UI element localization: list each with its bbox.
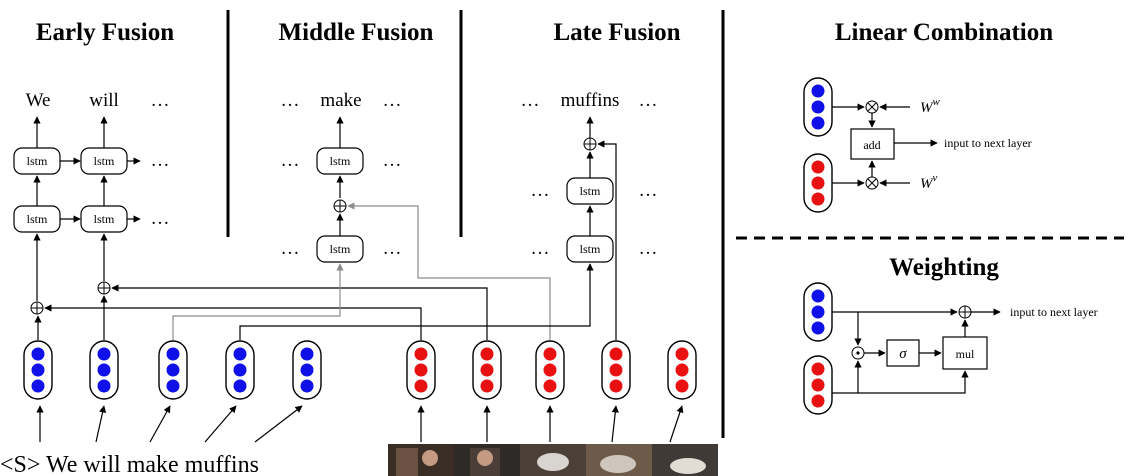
word-vector (23, 340, 53, 400)
lstm-cell: lstm (316, 235, 364, 263)
multiply-node (865, 176, 879, 190)
add-block: add (850, 128, 895, 160)
ellipsis: … (383, 238, 402, 259)
video-vector (803, 355, 833, 415)
late-fusion-connections (239, 116, 617, 340)
lstm-cell: lstm (316, 147, 364, 175)
linear-combination-connections (832, 103, 938, 187)
ellipsis: … (151, 150, 170, 171)
ellipsis: … (531, 180, 550, 201)
ellipsis: … (151, 208, 170, 229)
ellipsis: … (383, 150, 402, 171)
word-vector (225, 340, 255, 400)
lstm-cell: lstm (80, 147, 128, 175)
ellipsis: … (639, 238, 658, 259)
caption-word-arrows (36, 405, 303, 443)
lstm-cell: lstm (13, 205, 61, 233)
ellipsis: … (639, 180, 658, 201)
video-vector (406, 340, 436, 400)
sigma-block: σ (886, 339, 920, 367)
video-vector (803, 153, 833, 213)
early-fusion-connections (33, 116, 141, 340)
output-word-we: We (26, 90, 51, 111)
middle-fusion-grey-connections (172, 202, 551, 340)
sum-node (583, 137, 597, 151)
ellipsis: … (531, 238, 550, 259)
svg-text:σ: σ (899, 346, 907, 362)
svg-text:lstm: lstm (580, 184, 601, 198)
svg-text:mul: mul (956, 347, 975, 361)
sum-node (958, 305, 972, 319)
title-late-fusion: Late Fusion (553, 19, 680, 46)
lstm-cell: lstm (566, 235, 614, 263)
lstm-cell: lstm (566, 177, 614, 205)
svg-text:lstm: lstm (94, 154, 115, 168)
video-vector (535, 340, 565, 400)
title-middle-fusion: Middle Fusion (279, 19, 434, 46)
ellipsis: … (151, 90, 170, 111)
title-linear-combination: Linear Combination (835, 19, 1053, 46)
output-word-muffins: muffins (561, 90, 620, 111)
video-vector (667, 340, 697, 400)
multiply-node (865, 100, 879, 114)
video-vector (601, 340, 631, 400)
ellipsis: … (281, 150, 300, 171)
ellipsis: … (639, 90, 658, 111)
svg-text:lstm: lstm (27, 154, 48, 168)
dot-product-node (851, 346, 865, 360)
lstm-cell: lstm (80, 205, 128, 233)
sum-node (333, 199, 347, 213)
word-vector (803, 282, 833, 342)
title-early-fusion: Early Fusion (36, 19, 174, 46)
sum-node (97, 281, 111, 295)
weighting-connections (832, 308, 1001, 394)
ellipsis: … (281, 90, 300, 111)
word-vector (158, 340, 188, 400)
output-word-will: will (89, 90, 119, 111)
svg-text:add: add (863, 138, 880, 152)
svg-text:lstm: lstm (580, 242, 601, 256)
weight-word-label: Ww (920, 96, 941, 116)
weight-video-label: Wv (920, 172, 938, 192)
lstm-cell: lstm (13, 147, 61, 175)
input-caption: <S> We will make muffins (0, 452, 259, 476)
word-vector (803, 77, 833, 137)
ellipsis: … (521, 90, 540, 111)
word-vector (89, 340, 119, 400)
word-vector (292, 340, 322, 400)
output-word-make: make (320, 90, 361, 111)
title-weighting: Weighting (889, 254, 999, 281)
weighting-output-label: input to next layer (1010, 305, 1098, 319)
svg-text:lstm: lstm (330, 154, 351, 168)
mul-block: mul (942, 336, 988, 370)
svg-text:lstm: lstm (94, 212, 115, 226)
ellipsis: … (383, 90, 402, 111)
svg-text:lstm: lstm (27, 212, 48, 226)
linear-output-label: input to next layer (944, 136, 1032, 150)
video-frame-thumbnails (388, 444, 718, 476)
ellipsis: … (281, 238, 300, 259)
video-vector (472, 340, 502, 400)
video-frame-arrows (417, 405, 684, 443)
sum-node (30, 301, 44, 315)
early-fusion-video-connections (44, 284, 488, 340)
svg-text:lstm: lstm (330, 242, 351, 256)
